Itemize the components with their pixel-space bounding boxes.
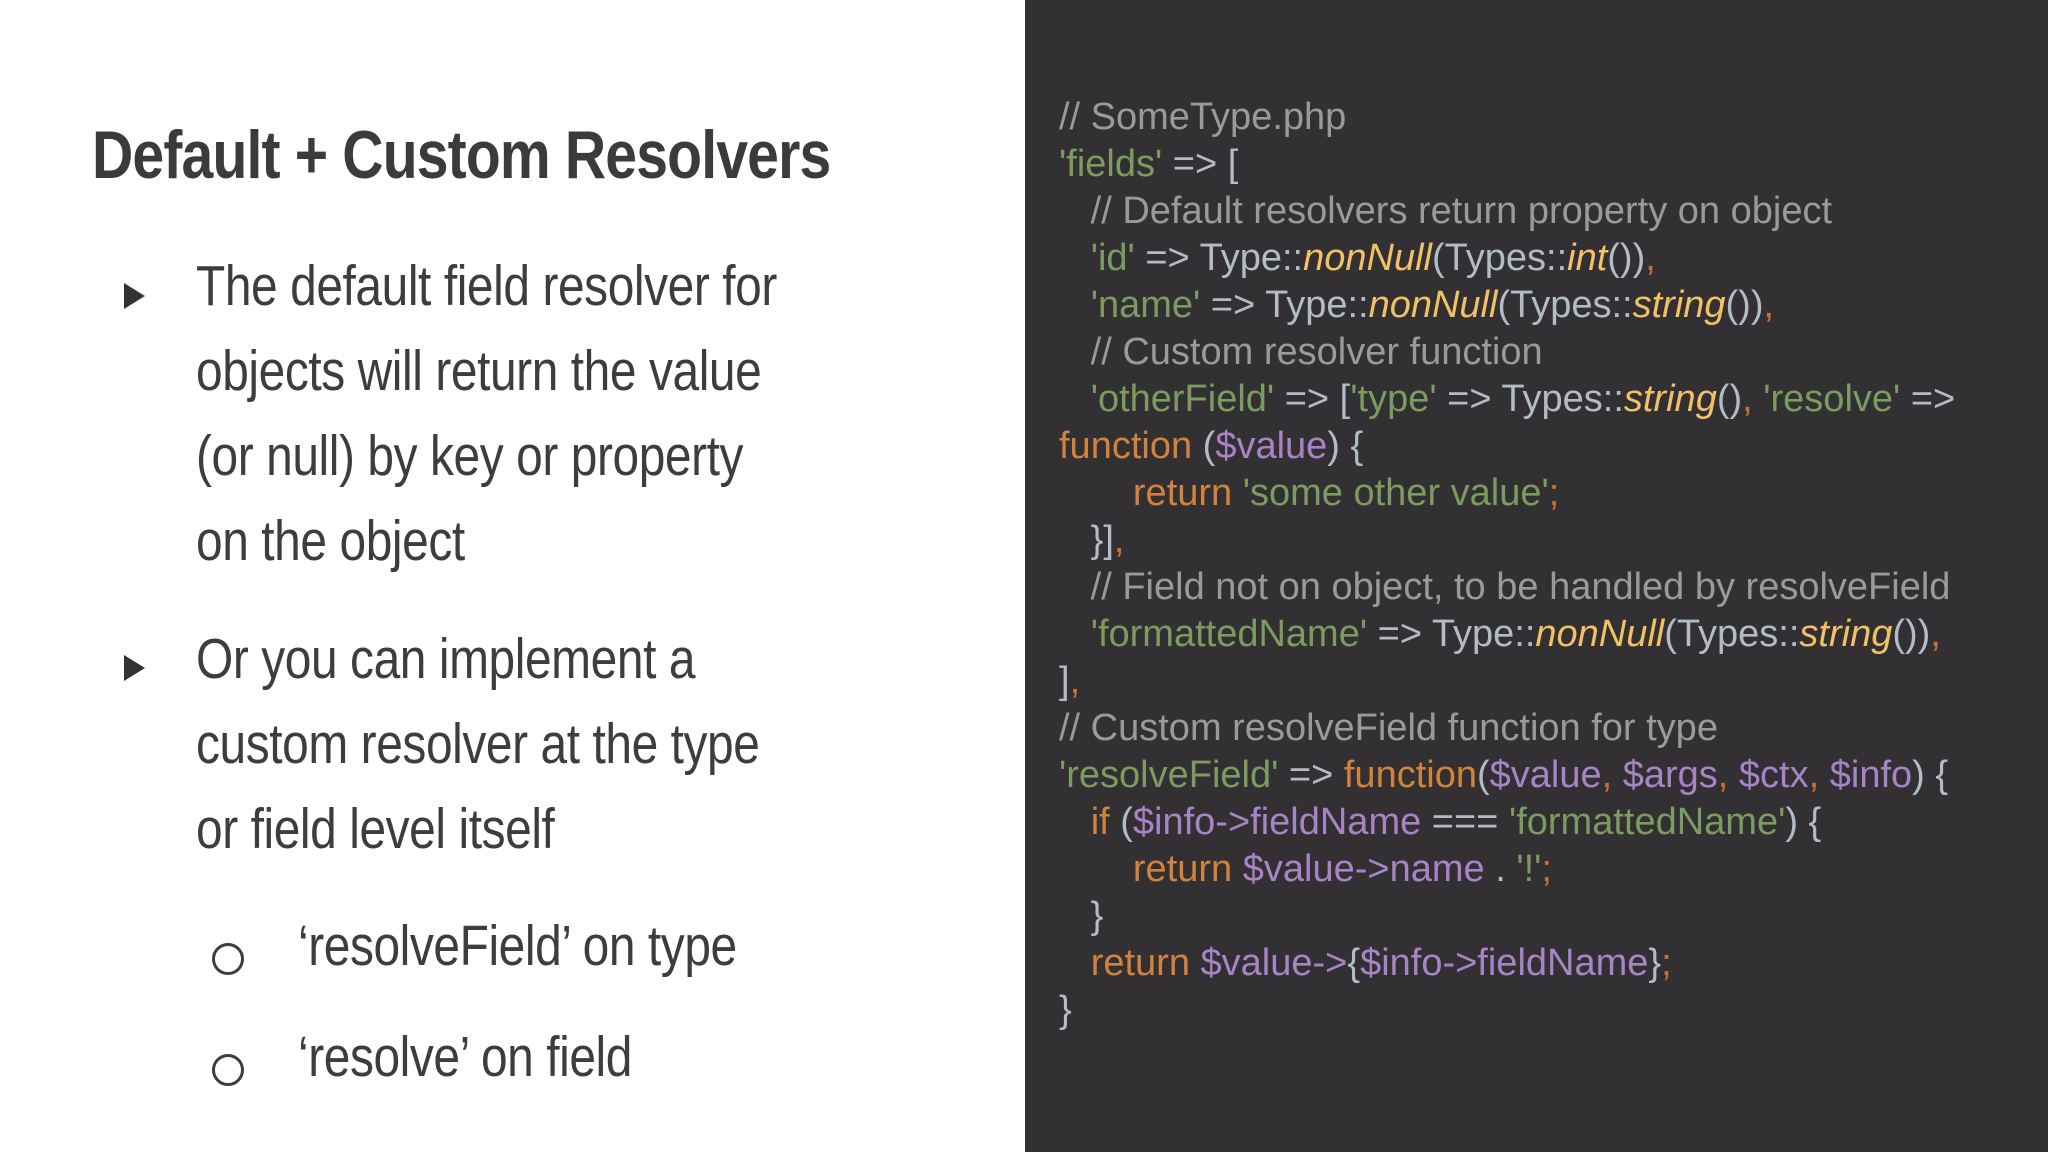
code-line: }], <box>1059 519 1125 561</box>
slide-text-panel: Default + Custom Resolvers The default f… <box>92 117 832 1089</box>
code-block: // SomeType.php 'fields' => [ // Default … <box>1059 94 2034 1034</box>
code-line: } <box>1059 989 1072 1031</box>
code-line: // Custom resolveField function for type <box>1059 707 1718 749</box>
code-line: if ($info->fieldName === 'formattedName'… <box>1090 801 1822 843</box>
code-line: ], <box>1059 660 1081 702</box>
bullet-item-default-resolver: The default field resolver for objects w… <box>196 254 777 573</box>
code-line: // Default resolvers return property on … <box>1059 190 1833 232</box>
code-line: // Field not on object, to be handled by… <box>1059 566 1951 608</box>
page-title: Default + Custom Resolvers <box>92 117 831 193</box>
code-panel: // SomeType.php 'fields' => [ // Default … <box>1025 0 2048 1152</box>
bullet-triangle-icon <box>124 655 145 681</box>
code-line: 'name' => Type::nonNull(Types::string())… <box>1090 284 1775 326</box>
circle-bullet-icon <box>212 943 244 975</box>
code-line: 'formattedName' => Type::nonNull(Types::… <box>1090 613 1941 655</box>
sub-bullet-resolve-on-field: ‘resolve’ on field <box>298 1025 632 1089</box>
code-line: 'fields' => [ <box>1059 143 1239 185</box>
code-line: 'resolveField' => function($value, $args… <box>1059 754 1949 796</box>
bullet-item-custom-resolver: Or you can implement a custom resolver a… <box>196 627 760 861</box>
code-line: } <box>1059 895 1104 937</box>
code-line: // SomeType.php <box>1059 96 1347 138</box>
bullet-triangle-icon <box>124 283 145 309</box>
code-line: 'id' => Type::nonNull(Types::int()), <box>1090 237 1656 279</box>
sub-bullet-resolvefield-on-type: ‘resolveField’ on type <box>298 914 737 978</box>
code-line: return 'some other value'; <box>1132 472 1560 514</box>
code-line: // Custom resolver function <box>1059 331 1543 373</box>
code-line: function ($value) { <box>1059 425 1364 467</box>
code-line: return $value->{$info->fieldName}; <box>1090 942 1672 984</box>
circle-bullet-icon <box>212 1054 244 1086</box>
code-line: return $value->name . '!'; <box>1132 848 1552 890</box>
code-line: 'otherField' => ['type' => Types::string… <box>1090 378 1956 420</box>
